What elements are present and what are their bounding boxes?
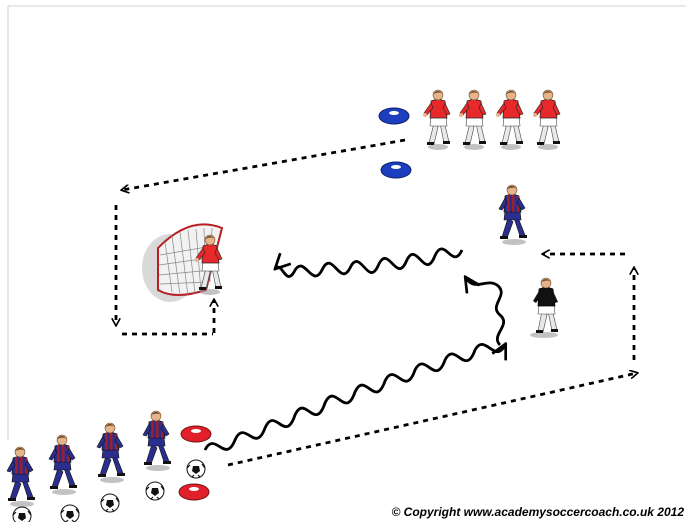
ball-5 xyxy=(12,506,32,522)
ball-1 xyxy=(186,459,206,479)
blue-player-queue-2 xyxy=(48,434,78,496)
copyright-text: © Copyright www.academysoccercoach.co.uk… xyxy=(391,505,684,519)
red-player-3 xyxy=(495,89,524,151)
dribble-line-top xyxy=(276,247,464,278)
red-player-2 xyxy=(458,89,487,151)
blue-player-queue-3 xyxy=(96,422,126,484)
blue-player-queue-4 xyxy=(142,410,172,472)
red-player-4 xyxy=(532,89,561,151)
ball-2 xyxy=(145,481,165,501)
blue-cone-2 xyxy=(380,161,412,179)
blue-attacker xyxy=(498,184,528,246)
run-path-top xyxy=(122,138,406,190)
black-defender xyxy=(529,277,559,339)
red-cone-1 xyxy=(180,425,212,443)
red-player-1 xyxy=(422,89,451,151)
ball-4 xyxy=(60,504,80,522)
dribble-line-bottom xyxy=(203,344,505,451)
dribble-line-middle xyxy=(466,278,506,346)
red-cone-2 xyxy=(178,483,210,501)
ball-3 xyxy=(100,493,120,513)
run-path-bottom xyxy=(227,373,637,467)
dribble-paths xyxy=(203,247,506,451)
blue-player-queue-1 xyxy=(6,446,36,508)
blue-cone-1 xyxy=(378,107,410,125)
dotted-run-paths xyxy=(116,138,637,467)
